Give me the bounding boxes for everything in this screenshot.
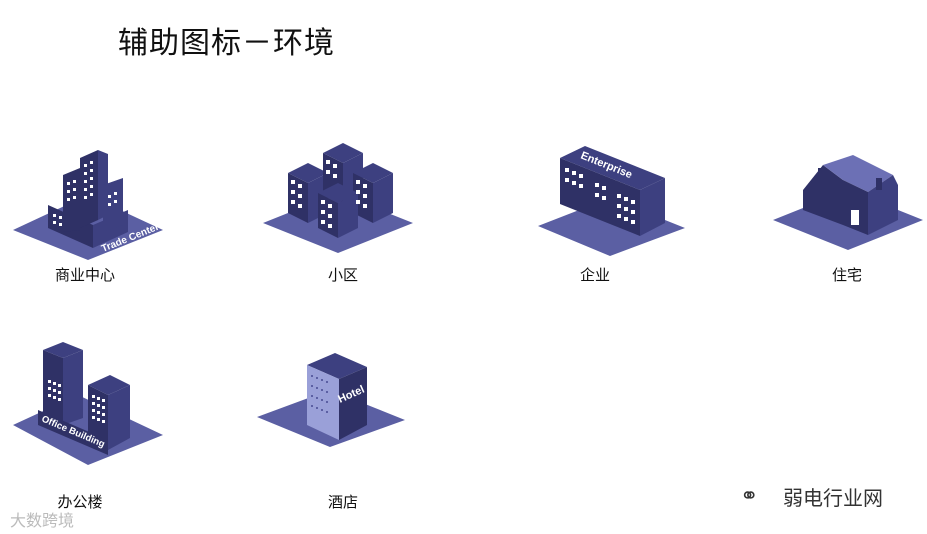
hotel-icon: Hotel <box>257 353 405 447</box>
label-hotel: 酒店 <box>327 493 358 511</box>
label-business-center: 商业中心 <box>54 266 115 284</box>
trade-center-icon: Trade Center <box>13 150 163 260</box>
label-enterprise: 企业 <box>579 266 610 284</box>
wechat-icon: ⚭ <box>740 484 759 509</box>
label-residential-community: 小区 <box>327 266 358 284</box>
residential-community-icon <box>263 143 413 253</box>
page-title: 辅助图标－环境 <box>118 26 335 61</box>
house-icon <box>773 155 923 250</box>
watermark-right: 弱电行业网 <box>783 486 883 510</box>
label-house: 住宅 <box>831 266 862 284</box>
watermark-left: 大数跨境 <box>10 511 75 530</box>
office-building-icon: Office Building <box>13 342 163 465</box>
label-office-building: 办公楼 <box>57 493 103 511</box>
enterprise-icon: Enterprise <box>538 146 685 256</box>
